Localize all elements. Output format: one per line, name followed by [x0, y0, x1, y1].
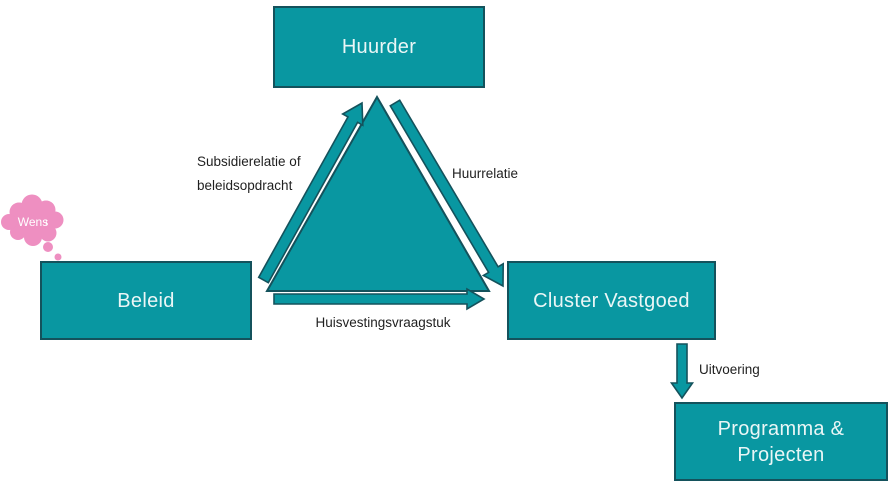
node-programma-line1: Programma & [717, 417, 845, 440]
node-cluster-vastgoed: Cluster Vastgoed [507, 261, 716, 340]
thought-bubble-cloud [1, 194, 64, 261]
edge-label-subsidierelatie-line1: Subsidierelatie of [197, 154, 301, 169]
node-cluster-vastgoed-label: Cluster Vastgoed [533, 289, 690, 312]
edge-label-huurrelatie: Huurrelatie [452, 166, 519, 181]
node-programma-projecten: Programma & Projecten [674, 402, 888, 481]
arrow-huurder-to-cluster [389, 99, 505, 288]
thought-trail-dot-large [43, 242, 53, 252]
edge-label-uitvoering: Uitvoering [699, 362, 760, 377]
thought-bubble-label: Wens [17, 215, 49, 229]
edge-label-huisvestingsvraagstuk: Huisvestingsvraagstuk [315, 315, 451, 330]
node-huurder: Huurder [273, 6, 485, 88]
edge-label-subsidierelatie: Subsidierelatie of beleidsopdracht [197, 150, 301, 198]
node-programma-line2: Projecten [737, 443, 825, 466]
node-beleid: Beleid [40, 261, 252, 340]
arrow-beleid-to-cluster [273, 287, 486, 311]
node-beleid-label: Beleid [117, 289, 175, 312]
arrow-beleid-to-huurder [257, 101, 364, 284]
node-programma-projecten-label: Programma & Projecten [718, 416, 845, 468]
edge-label-subsidierelatie-line2: beleidsopdracht [197, 178, 293, 193]
arrow-cluster-to-programma [669, 343, 695, 400]
thought-trail-dot-small [54, 253, 62, 261]
node-huurder-label: Huurder [341, 36, 417, 58]
relation-triangle [265, 94, 491, 292]
